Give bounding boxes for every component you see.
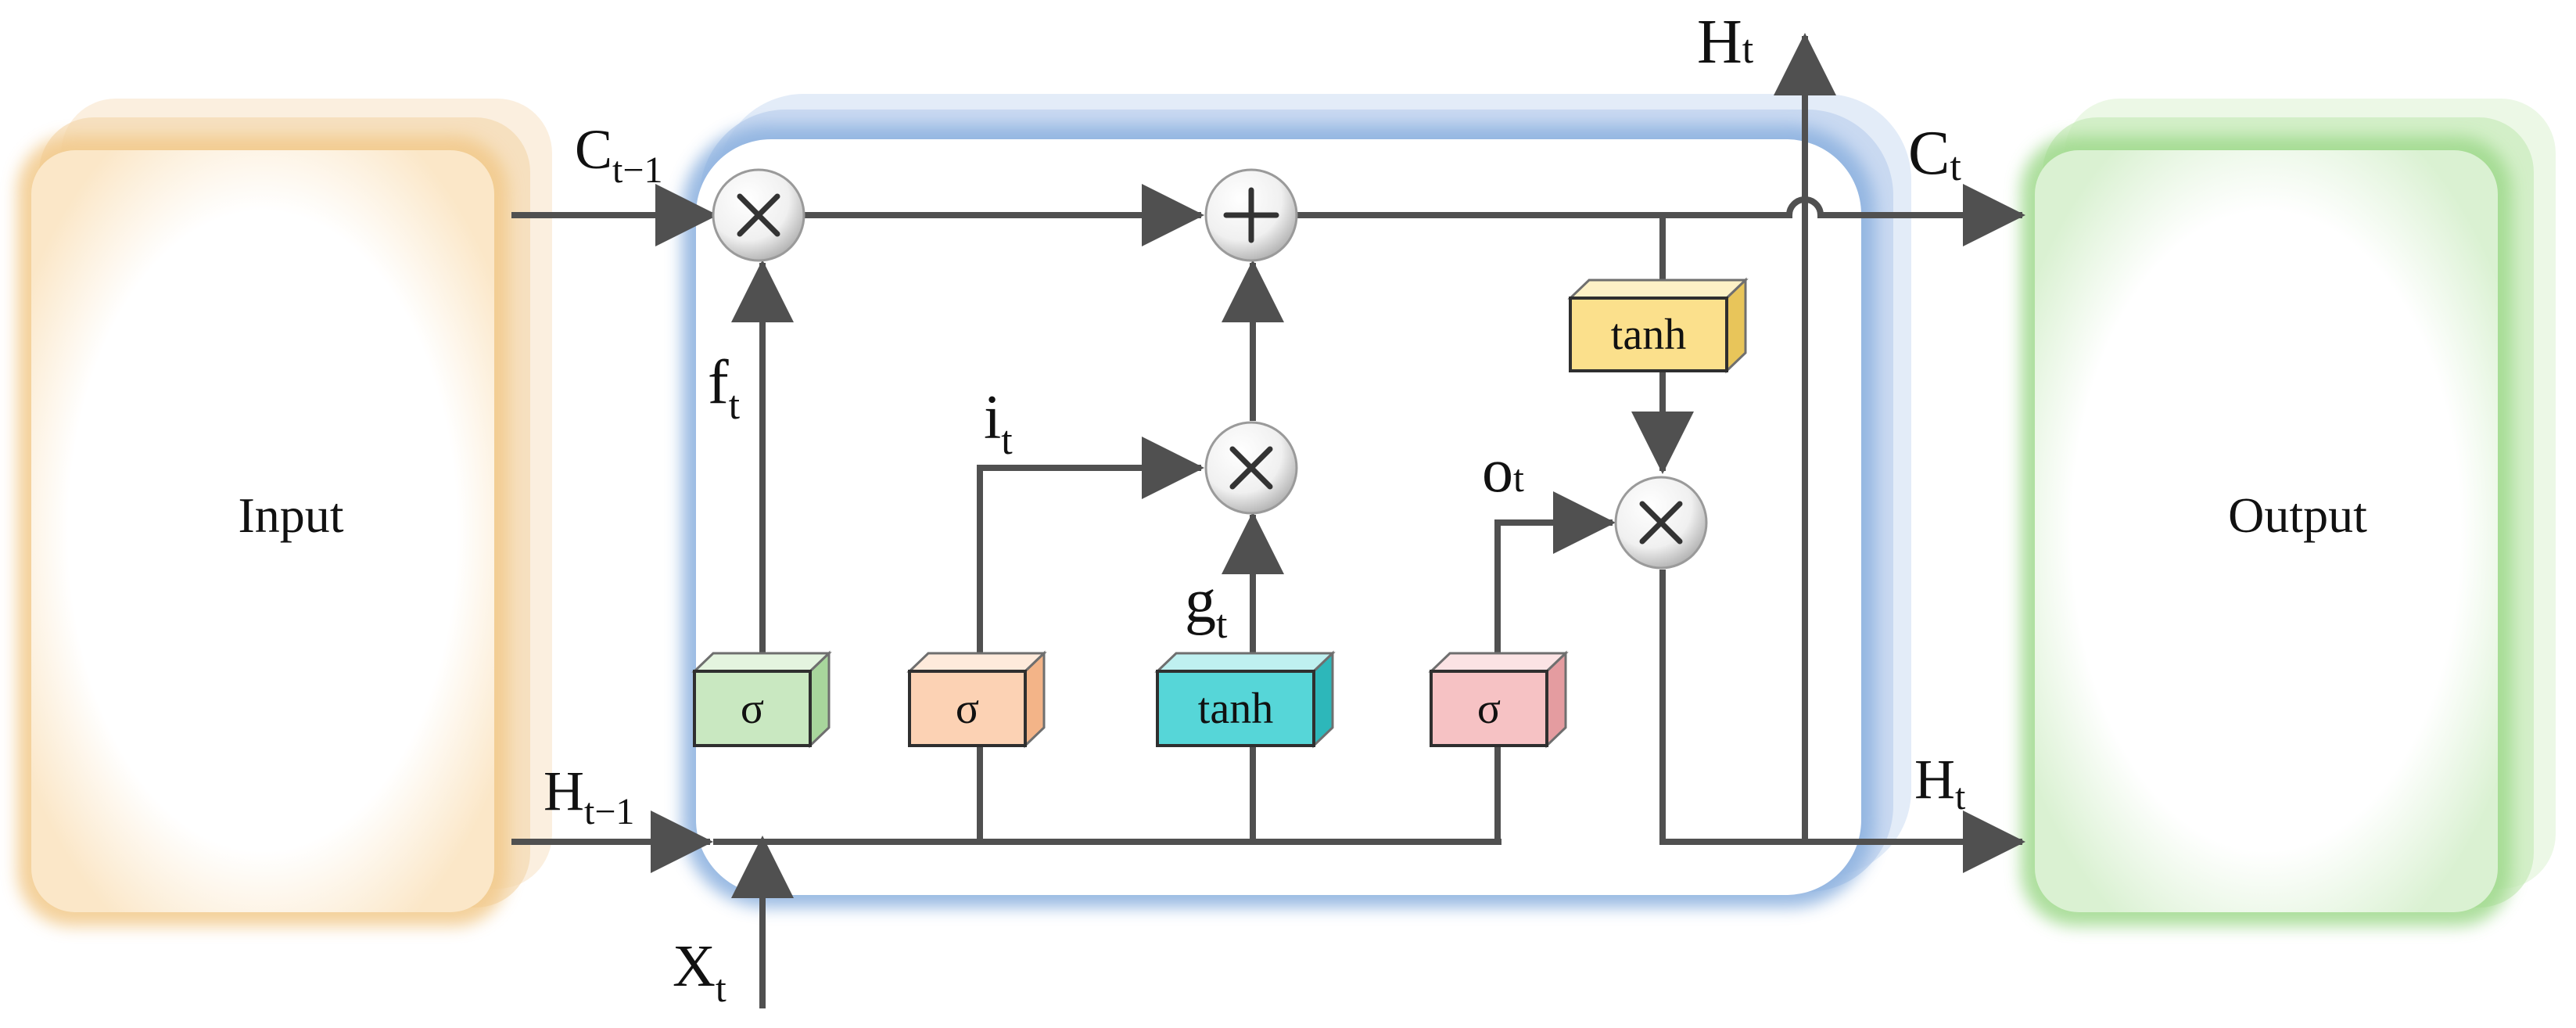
- f-t-label: ft: [708, 348, 741, 428]
- output-block: Output: [2021, 99, 2556, 926]
- output-gate-label: σ: [1477, 685, 1501, 733]
- cell-tanh-box: tanh: [1567, 277, 1749, 374]
- x-t-label: Xt: [673, 933, 727, 1010]
- forget-multiply-node: [712, 168, 805, 262]
- connections: [511, 33, 2025, 1008]
- input-gate-box: σ: [906, 650, 1047, 749]
- h-t-line: [1659, 570, 2025, 873]
- cell-tanh-label: tanh: [1611, 311, 1686, 359]
- i-t-label: it: [984, 383, 1013, 463]
- c-prev-label: Ct−1: [575, 118, 662, 191]
- output-multiply-node: [1614, 476, 1708, 570]
- input-multiply-node: [1204, 421, 1298, 515]
- input-block: Input: [17, 99, 552, 926]
- c-t-label: Ct: [1908, 119, 1961, 189]
- h-t-right-label: Ht: [1914, 748, 1966, 818]
- h-prev-label: Ht−1: [544, 760, 634, 832]
- input-label: Input: [238, 487, 343, 543]
- input-gate-label: σ: [956, 685, 979, 733]
- output-gate-box: σ: [1428, 650, 1569, 749]
- h-t-top-label: Ht: [1697, 8, 1754, 77]
- output-label: Output: [2228, 487, 2367, 543]
- o-t-label: ot: [1482, 437, 1524, 505]
- forget-gate-label: σ: [741, 685, 764, 733]
- add-node: [1204, 168, 1298, 262]
- candidate-gate-label: tanh: [1198, 685, 1273, 733]
- o-t-line: [1494, 491, 1616, 656]
- g-t-label: gt: [1185, 567, 1228, 647]
- forget-gate-box: σ: [691, 650, 832, 749]
- candidate-gate-box: tanh: [1154, 650, 1336, 749]
- i-t-line: [977, 437, 1204, 656]
